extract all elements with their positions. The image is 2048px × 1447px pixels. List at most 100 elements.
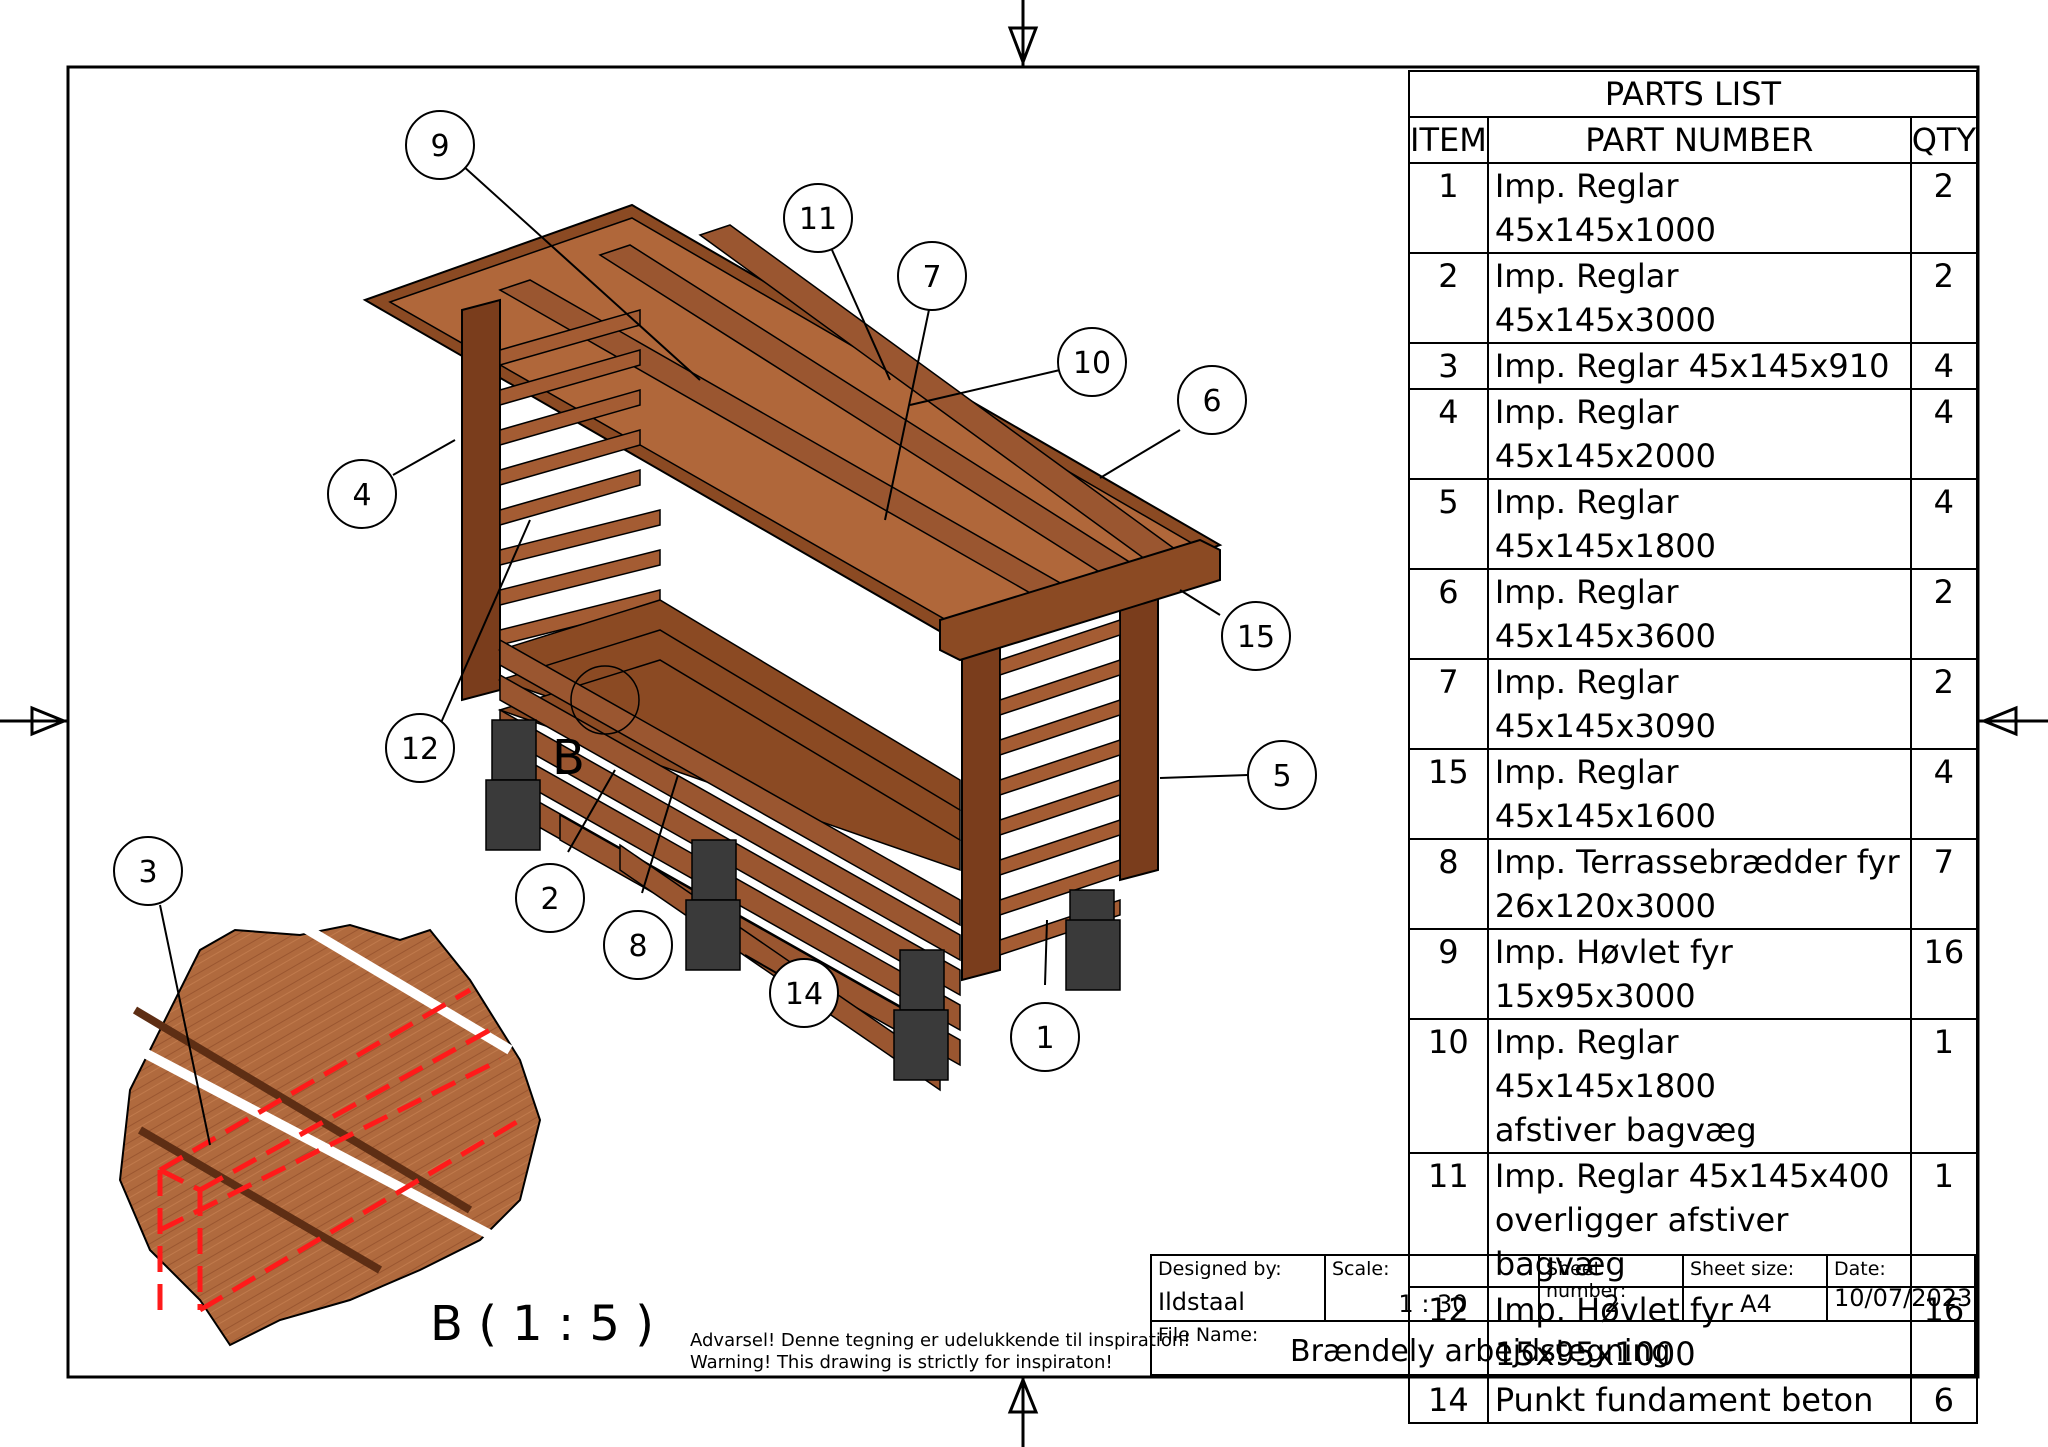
warning-text-en: Warning! This drawing is strictly for in… — [690, 1352, 1113, 1373]
part-number-line-2: 26x120x3000 — [1494, 887, 1716, 925]
header-qty: QTY — [1909, 116, 1979, 164]
detail-view-b — [117, 920, 542, 1347]
tb-scale: Scale: 1 : 30 — [1326, 1256, 1540, 1322]
item-cell: 9 — [1408, 928, 1489, 1020]
qty-cell: 2 — [1909, 568, 1979, 660]
callout-number: 12 — [401, 732, 439, 767]
callout-circle — [1247, 740, 1317, 810]
item-cell: 8 — [1408, 838, 1489, 930]
file-name-value: Brændely arbejdstegning — [1290, 1334, 1671, 1369]
callout-number: 14 — [785, 977, 823, 1012]
callout-14: 14 — [769, 958, 839, 1028]
callout-circle — [327, 459, 397, 529]
item-cell: 3 — [1408, 342, 1489, 390]
parts-list-title-row: PARTS LIST — [1408, 70, 1978, 118]
callout-7: 7 — [897, 241, 967, 311]
item-cell: 4 — [1408, 388, 1489, 480]
part-number-line: Imp. Reglar 45x145x3600 — [1494, 573, 1716, 655]
item-cell: 12 — [1408, 1286, 1489, 1378]
callout-circle — [783, 183, 853, 253]
part-number-cell: Imp. Reglar 45x145x2000 — [1486, 388, 1912, 480]
part-number-line-2: afstiver bagvæg — [1494, 1111, 1757, 1149]
part-number-cell: Imp. Reglar 45x145x3000 — [1486, 252, 1912, 344]
title-block: Designed by: Ildstaal Scale: 1 : 30 Shee… — [1150, 1254, 1976, 1376]
tb-sheet-size: Sheet size: A4 — [1684, 1256, 1828, 1322]
part-number-line: Imp. Reglar 45x145x1800 — [1494, 483, 1716, 565]
part-number-line: Imp. Reglar 45x145x400 — [1494, 1157, 1890, 1195]
detail-marker: B — [552, 730, 585, 786]
part-number-cell: Imp. Reglar 45x145x1600 — [1486, 748, 1912, 840]
qty-cell: 16 — [1909, 928, 1979, 1020]
tb-designed-by: Designed by: Ildstaal — [1152, 1256, 1326, 1322]
part-number-cell: Imp. Reglar 45x145x910 — [1486, 342, 1912, 390]
callout-number: 15 — [1237, 620, 1275, 655]
callout-number: 9 — [430, 129, 449, 164]
callout-5: 5 — [1247, 740, 1317, 810]
callout-15: 15 — [1221, 601, 1291, 671]
item-cell: 5 — [1408, 478, 1489, 570]
part-number-line-2: 15x95x1000 — [1494, 1335, 1696, 1373]
part-number-line: Imp. Reglar 45x145x910 — [1494, 347, 1890, 385]
item-cell: 1 — [1408, 162, 1489, 254]
callout-number: 5 — [1272, 759, 1291, 794]
item-cell: 14 — [1408, 1376, 1489, 1424]
callout-9: 9 — [405, 110, 475, 180]
tb-sheet-number: Sheet number: 2 — [1540, 1256, 1684, 1322]
item-cell: 11 — [1408, 1152, 1489, 1288]
callout-number: 10 — [1073, 346, 1111, 381]
callout-circle — [1177, 365, 1247, 435]
sheet-size-label: Sheet size: — [1690, 1258, 1795, 1280]
scale-label: Scale: — [1332, 1258, 1390, 1280]
qty-cell: 1 — [1909, 1018, 1979, 1154]
part-number-line-2: overligger afstiver bagvæg — [1494, 1201, 1789, 1283]
callout-number: 11 — [799, 202, 837, 237]
part-number-line: Imp. Reglar 45x145x1000 — [1494, 167, 1716, 249]
woodshed — [362, 203, 1223, 1092]
callout-1: 1 — [1010, 1002, 1080, 1072]
tb-file-name: File Name: Brændely arbejdstegning — [1152, 1322, 1974, 1374]
sheet-size-value: A4 — [1740, 1290, 1772, 1318]
callout-4: 4 — [327, 459, 397, 529]
scale-value: 1 : 30 — [1398, 1290, 1468, 1318]
item-cell: 7 — [1408, 658, 1489, 750]
part-number-line-2: 15x95x3000 — [1494, 977, 1696, 1015]
callout-circle — [603, 910, 673, 980]
date-label: Date: — [1834, 1258, 1886, 1280]
part-number-cell: Imp. Reglar 45x145x1800 — [1486, 478, 1912, 570]
qty-cell: 2 — [1909, 658, 1979, 750]
qty-cell: 4 — [1909, 342, 1979, 390]
part-number-cell: Punkt fundament beton — [1486, 1376, 1912, 1424]
part-number-cell: Imp. Reglar 45x145x3090 — [1486, 658, 1912, 750]
callout-number: 1 — [1035, 1021, 1054, 1056]
part-number-line: Imp. Reglar 45x145x3090 — [1494, 663, 1716, 745]
callout-circle — [1221, 601, 1291, 671]
callout-circle — [405, 110, 475, 180]
callout-8: 8 — [603, 910, 673, 980]
qty-cell: 16 — [1909, 1286, 1979, 1378]
designed-by-value: Ildstaal — [1158, 1288, 1245, 1316]
qty-cell: 6 — [1909, 1376, 1979, 1424]
callout-number: 6 — [1202, 384, 1221, 419]
qty-cell: 4 — [1909, 478, 1979, 570]
part-number-cell: Imp. Reglar 45x145x3600 — [1486, 568, 1912, 660]
part-number-line: Imp. Reglar 45x145x1800 — [1494, 1023, 1716, 1105]
designed-by-label: Designed by: — [1158, 1258, 1282, 1280]
parts-list-title: PARTS LIST — [1408, 70, 1978, 118]
